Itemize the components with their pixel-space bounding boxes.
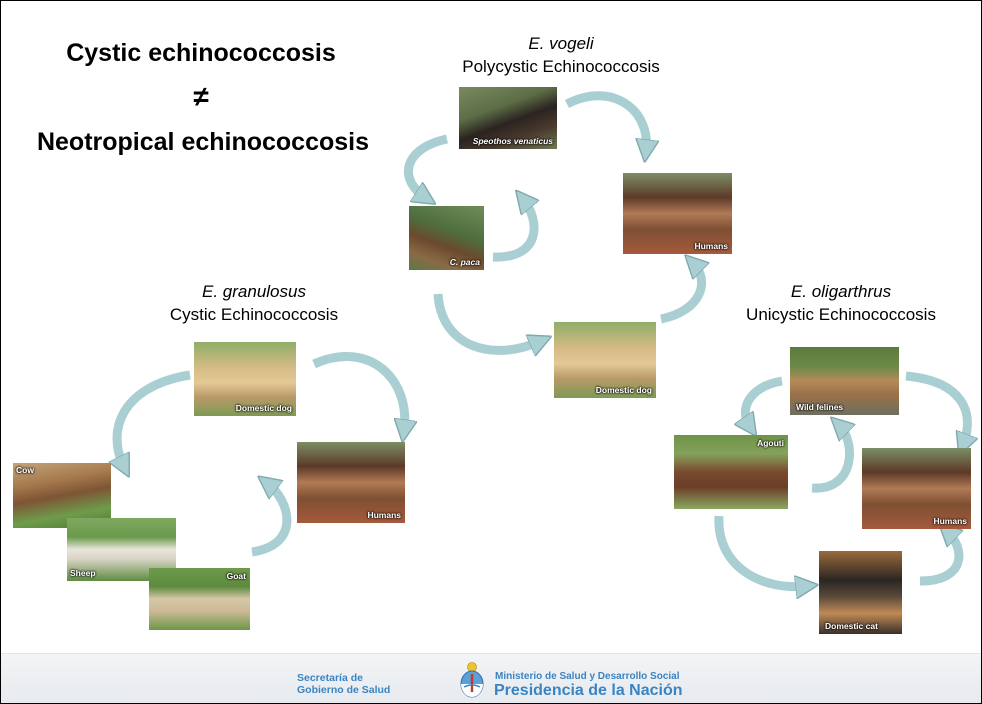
photo-goat: Goat (149, 568, 250, 630)
presidencia-text: Presidencia de la Nación (494, 682, 683, 699)
arrow-paca-self (492, 199, 534, 262)
photo-agouti: Agouti (674, 435, 788, 509)
arrow-bushdog-to-humans (564, 91, 646, 151)
photo-humans-oligarthrus: Humans (862, 448, 971, 529)
species-vogeli-disease: Polycystic Echinococcosis (462, 57, 660, 76)
arrow-dog-to-livestock (117, 370, 191, 467)
species-granulosus-disease: Cystic Echinococcosis (169, 305, 339, 324)
photo-cow: Cow (13, 463, 111, 528)
species-oligarthrus-name: E. oligarthrus (790, 282, 892, 301)
arrow-bushdog-to-paca (404, 134, 449, 198)
secretaria-text: Secretaría de Gobierno de Salud (297, 672, 390, 696)
photo-c-paca: C. paca (409, 206, 484, 270)
arrow-dog-to-humans-granulosus (312, 352, 405, 431)
label-sheep: Sheep (70, 568, 96, 578)
species-granulosus: E. granulosus Cystic Echinococcosis (119, 280, 389, 326)
arrow-paca-to-dog (433, 293, 541, 350)
photo-domestic-dog-vogeli: Domestic dog (554, 322, 656, 398)
label-wild-felines: Wild felines (796, 402, 844, 412)
species-oligarthrus: E. oligarthrus Unicystic Echinococcosis (716, 280, 966, 326)
photo-speothos-venaticus: Speothos venaticus (459, 87, 557, 149)
species-granulosus-name: E. granulosus (202, 282, 306, 301)
photo-domestic-dog-granulosus: Domestic dog (194, 342, 296, 416)
species-oligarthrus-disease: Unicystic Echinococcosis (746, 305, 936, 324)
arrow-cat-to-humans (919, 531, 959, 586)
arrow-agouti-to-cat (714, 515, 807, 587)
title-not-equal: ≠ (193, 81, 209, 112)
ministerio-text: Ministerio de Salud y Desarrollo Social (495, 671, 680, 682)
label-humans-vogeli: Humans (694, 241, 728, 251)
title-neotropical: Neotropical echinococcosis (36, 128, 370, 156)
label-cow: Cow (16, 465, 34, 475)
label-dog-vogeli: Domestic dog (595, 385, 652, 395)
secretaria-line1: Secretaría de (297, 672, 363, 684)
label-c-paca: C. paca (449, 257, 480, 267)
label-humans-oligarthrus: Humans (933, 516, 967, 526)
label-agouti: Agouti (757, 438, 784, 448)
photo-humans-vogeli: Humans (623, 173, 732, 254)
title-cystic: Cystic echinococcosis (66, 39, 336, 67)
label-domestic-cat: Domestic cat (825, 621, 878, 631)
photo-domestic-cat: Domestic cat (819, 551, 902, 634)
species-vogeli: E. vogeli Polycystic Echinococcosis (421, 32, 701, 78)
argentina-emblem-icon (460, 662, 484, 698)
arrow-goat-to-humans (251, 483, 292, 557)
arrow-felines-to-agouti (745, 376, 783, 427)
species-vogeli-name: E. vogeli (528, 34, 594, 53)
photo-humans-granulosus: Humans (297, 442, 405, 523)
label-speothos: Speothos venaticus (472, 136, 553, 146)
arrow-felines-to-humans (905, 371, 967, 445)
cycle-arrows (1, 91, 981, 661)
label-dog-granulosus: Domestic dog (235, 403, 292, 413)
label-humans-granulosus: Humans (367, 510, 401, 520)
photo-wild-felines: Wild felines (790, 347, 899, 415)
arrow-agouti-to-felines (811, 425, 850, 493)
arrow-dog-to-humans-vogeli (659, 263, 702, 324)
label-goat: Goat (226, 571, 246, 581)
secretaria-line2: Gobierno de Salud (297, 684, 391, 696)
footer: Secretaría de Gobierno de Salud Minister… (1, 653, 981, 703)
